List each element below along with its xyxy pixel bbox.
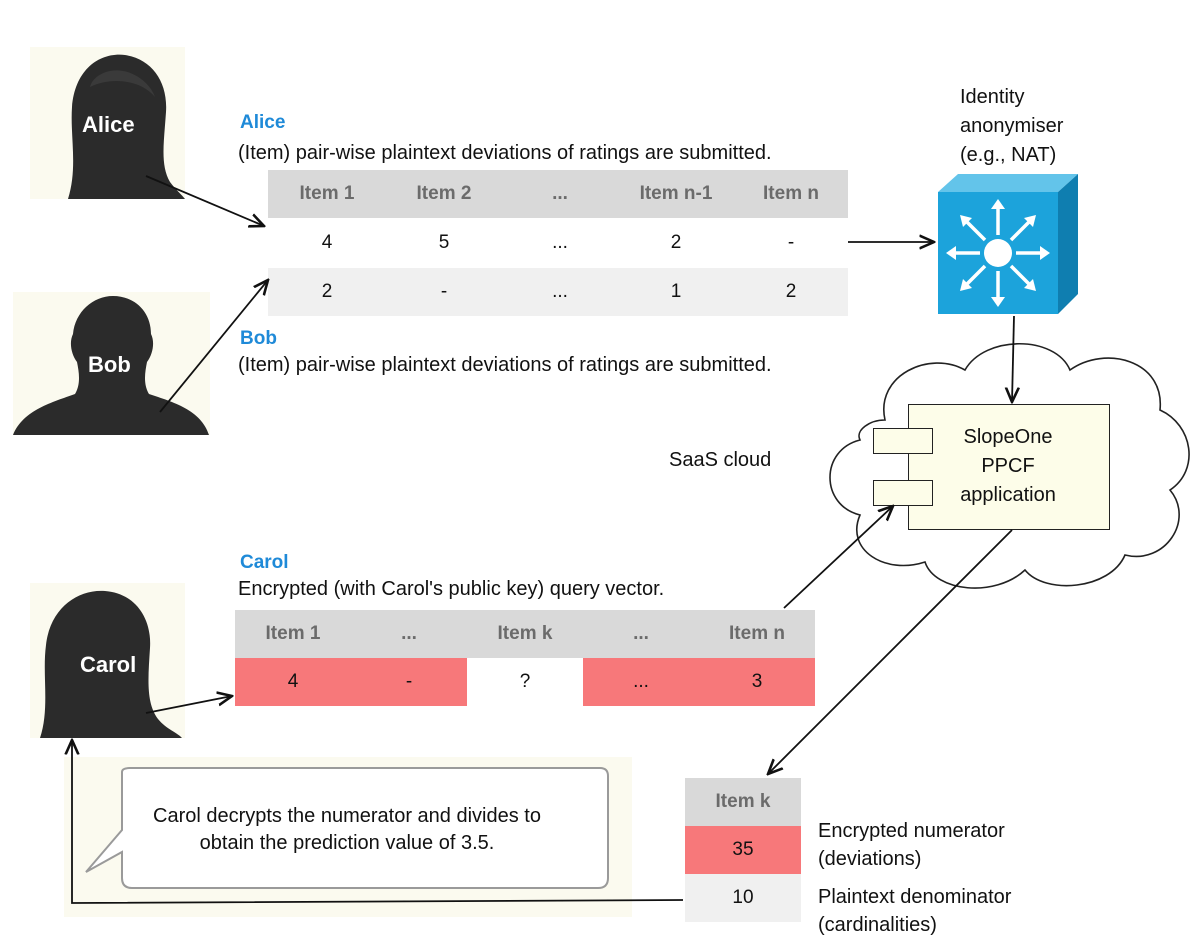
plaintext-denominator-cell: 10 [685, 874, 801, 922]
ratings-cell: 4 [321, 232, 333, 253]
table-row: 10 [685, 874, 801, 922]
table-row: 4 5 ... 2 - [268, 218, 848, 268]
query-cell-encrypted: - [351, 658, 467, 706]
query-cell-encrypted: 4 [235, 658, 351, 706]
arrow-bob-to-table [159, 280, 268, 413]
network-switch-icon [938, 174, 1078, 314]
arrow-app-to-result [768, 529, 1013, 774]
alice-description: (Item) pair-wise plaintext deviations of… [238, 142, 772, 164]
ratings-header-cell: Item 1 [268, 170, 386, 218]
carol-avatar-name: Carol [80, 652, 137, 677]
ratings-header-cell: Item n-1 [618, 170, 734, 218]
query-cell-encrypted: ... [583, 658, 699, 706]
query-cell-encrypted: 3 [699, 658, 815, 706]
callout-line-2: obtain the prediction value of 3.5. [199, 832, 495, 854]
result-table-header: Item k [685, 778, 801, 826]
anonymiser-label-line-1: Identity [960, 86, 1025, 108]
alice-avatar [68, 54, 185, 200]
ratings-cell: 5 [438, 232, 450, 253]
bob-avatar [13, 296, 209, 435]
ratings-table-header: Item 1 Item 2 ... Item n-1 Item n [268, 170, 848, 218]
saas-cloud-label: SaaS cloud [669, 449, 772, 471]
ratings-cell: ... [552, 281, 568, 302]
numerator-label-line-2: (deviations) [818, 848, 922, 870]
ratings-table: Item 1 Item 2 ... Item n-1 Item n 4 5 ..… [268, 170, 848, 316]
query-table: Item 1 ... Item k ... Item n 4 - ? ... 3 [235, 610, 815, 706]
ratings-cell: 2 [670, 232, 682, 253]
ratings-cell: - [440, 281, 448, 302]
alice-avatar-name: Alice [82, 112, 135, 137]
query-header-cell: ... [583, 610, 699, 658]
ratings-cell: ... [552, 232, 568, 253]
table-row: 35 [685, 826, 801, 874]
anonymiser-label-line-3: (e.g., NAT) [960, 144, 1057, 166]
ratings-header-cell: Item 2 [386, 170, 502, 218]
denominator-label-line-2: (cardinalities) [818, 914, 937, 936]
query-header-cell: Item 1 [235, 610, 351, 658]
table-row: 2 - ... 1 2 [268, 268, 848, 316]
carol-description: Encrypted (with Carol's public key) quer… [238, 578, 665, 600]
arrow-query-to-app [783, 506, 893, 609]
bob-label: Bob [240, 328, 277, 349]
component-port-upper [873, 428, 933, 454]
query-header-cell: Item k [467, 610, 583, 658]
arrow-result-to-carol [72, 740, 684, 904]
bob-description: (Item) pair-wise plaintext deviations of… [238, 354, 772, 376]
application-name-line-3: application [960, 484, 1056, 506]
carol-avatar [40, 590, 182, 738]
application-name-line-2: PPCF [981, 455, 1035, 477]
arrow-anonymiser-to-app [1012, 315, 1014, 402]
result-table: Item k 35 10 [685, 778, 801, 922]
callout-line-1: Carol decrypts the numerator and divides… [153, 805, 541, 827]
table-row: 4 - ? ... 3 [235, 658, 815, 706]
ratings-cell: - [787, 232, 795, 253]
denominator-label-line-1: Plaintext denominator [818, 886, 1012, 908]
slopeone-application-box [908, 404, 1110, 530]
speech-bubble [85, 767, 609, 889]
application-name-line-1: SlopeOne [963, 426, 1053, 448]
query-cell-target: ? [467, 658, 583, 706]
anonymiser-label-line-2: anonymiser [960, 115, 1064, 137]
query-table-header: Item 1 ... Item k ... Item n [235, 610, 815, 658]
arrow-carol-to-query [145, 696, 232, 714]
ratings-cell: 2 [785, 281, 797, 302]
numerator-label-line-1: Encrypted numerator [818, 820, 1005, 842]
ratings-cell: 1 [670, 281, 682, 302]
result-header-cell: Item k [685, 778, 801, 826]
bob-avatar-name: Bob [88, 352, 131, 377]
carol-label: Carol [240, 552, 289, 573]
arrow-alice-to-table [145, 175, 264, 226]
query-header-cell: ... [351, 610, 467, 658]
component-port-lower [873, 480, 933, 506]
query-header-cell: Item n [699, 610, 815, 658]
ratings-header-cell: Item n [734, 170, 848, 218]
alice-label: Alice [240, 112, 286, 133]
encrypted-numerator-cell: 35 [685, 826, 801, 874]
ratings-header-cell: ... [502, 170, 618, 218]
ratings-cell: 2 [321, 281, 333, 302]
